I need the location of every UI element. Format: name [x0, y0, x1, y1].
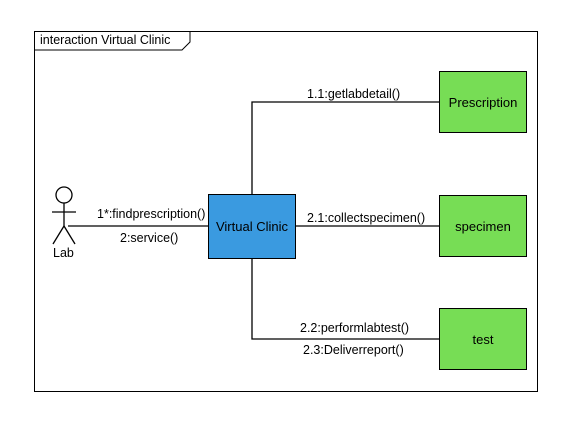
specimen-node[interactable]: specimen [439, 195, 527, 257]
virtual-clinic-node[interactable]: Virtual Clinic [208, 194, 296, 259]
message-find-prescription: 1*:findprescription() [97, 207, 206, 221]
frame-title: interaction Virtual Clinic [40, 33, 171, 47]
actor-right-leg [63, 225, 76, 245]
message-collect-specimen: 2.1:collectspecimen() [307, 211, 426, 225]
actor-lab-figure [52, 186, 76, 245]
prescription-node[interactable]: Prescription [439, 71, 527, 133]
actor-head [55, 186, 73, 204]
message-service: 2:service() [120, 231, 179, 245]
interaction-frame [34, 31, 538, 392]
frame-title-tab [34, 31, 191, 51]
link-virtual-clinic-test [251, 259, 439, 340]
test-node[interactable]: test [439, 308, 527, 370]
actor-left-leg [52, 225, 65, 245]
actor-name: Lab [53, 246, 74, 260]
message-get-lab-detail: 1.1:getlabdetail() [307, 87, 401, 101]
link-virtual-clinic-prescription [251, 101, 439, 194]
message-deliver-report: 2.3:Deliverreport() [303, 343, 404, 357]
message-perform-lab-test: 2.2:performlabtest() [300, 321, 410, 335]
